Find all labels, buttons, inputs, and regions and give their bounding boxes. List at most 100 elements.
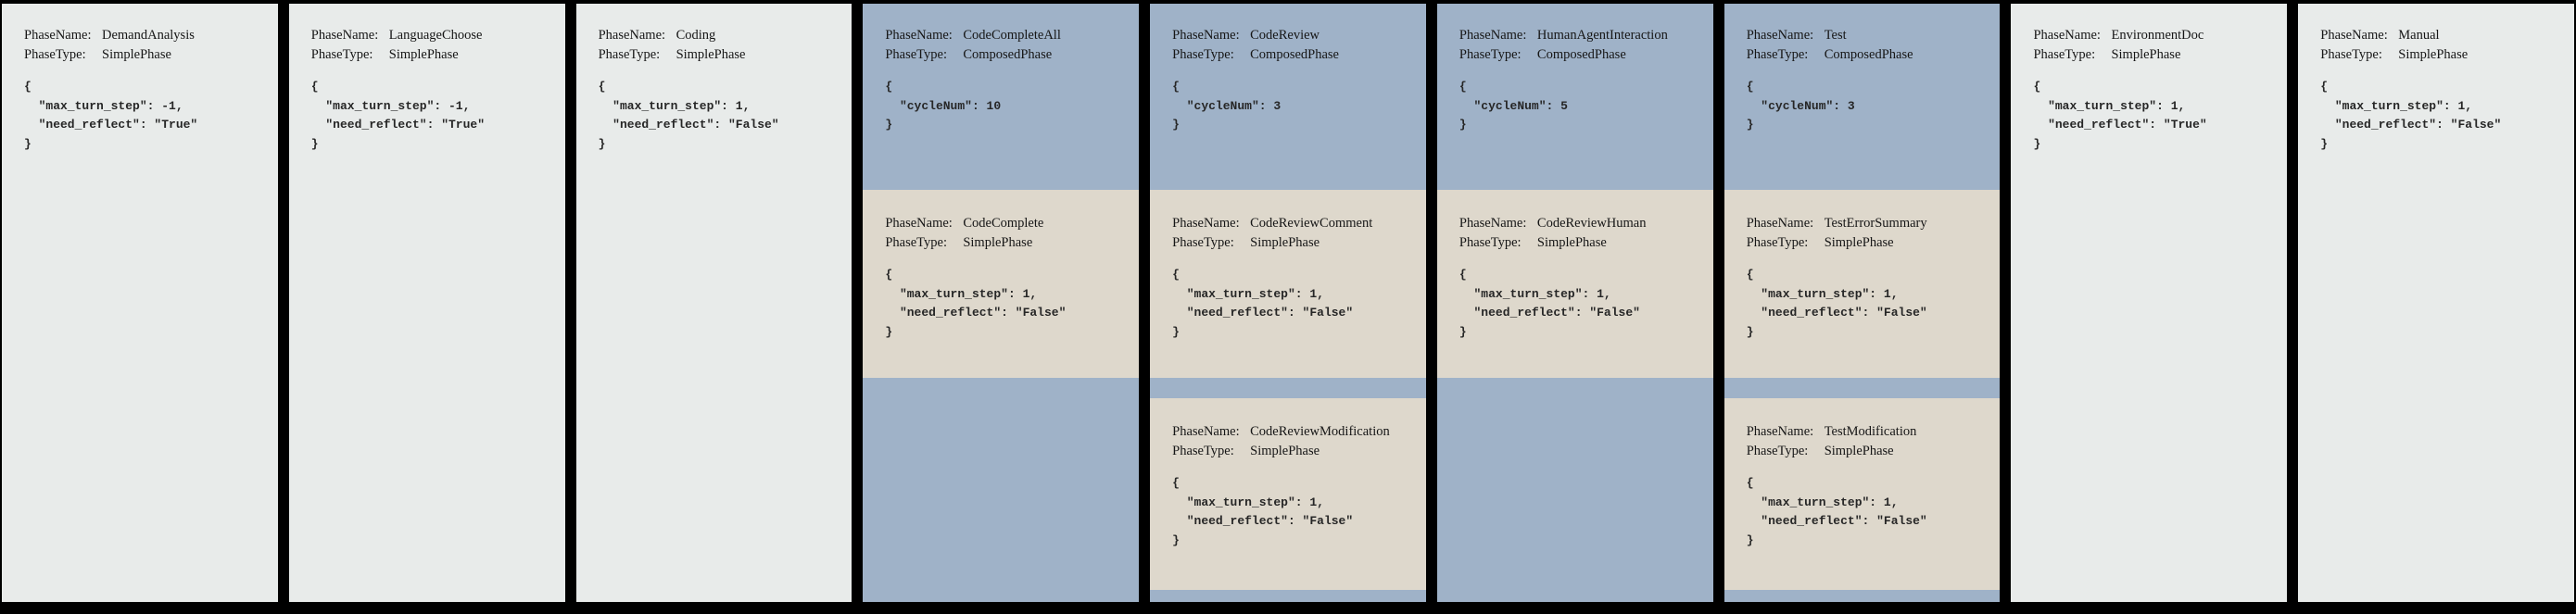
- phase-type-value: ComposedPhase: [963, 47, 1053, 62]
- section-language-choose: PhaseName: LanguageChoose PhaseType: Simpl…: [289, 4, 565, 602]
- phase-name-value: HumanAgentInteraction: [1536, 28, 1668, 43]
- phase-type-label: PhaseType:: [1458, 47, 1522, 62]
- phase-type-value: SimplePhase: [1824, 444, 1894, 458]
- phase-type-label: PhaseType:: [1172, 235, 1234, 250]
- phase-name-row: PhaseName: LanguageChoose: [311, 26, 552, 45]
- phase-config-json: { "max_turn_step": 1, "need_reflect": "F…: [885, 268, 1067, 339]
- phase-type-row: PhaseType: SimplePhase: [1747, 442, 1988, 461]
- section-manual: PhaseName:Manual PhaseType:SimplePhase {…: [2298, 4, 2574, 602]
- phase-name-label: PhaseName:: [885, 28, 953, 43]
- composed-filler: [1437, 378, 1713, 602]
- phase-type-value: SimplePhase: [2111, 47, 2181, 62]
- phase-config-json: { "cycleNum": 5 }: [1458, 80, 1568, 132]
- phase-name-value: CodeReview: [1250, 28, 1320, 43]
- phase-name-row: PhaseName:TestErrorSummary: [1747, 214, 1988, 233]
- phase-name-label: PhaseName:: [1172, 216, 1240, 231]
- phase-config-json: { "max_turn_step": 1, "need_reflect": "F…: [1746, 268, 1927, 339]
- phase-name-value: Test: [1824, 28, 1847, 43]
- phase-type-row: PhaseType:ComposedPhase: [1459, 45, 1700, 65]
- phase-name-label: PhaseName:: [598, 28, 666, 43]
- phase-name-label: PhaseName:: [1746, 424, 1814, 439]
- phase-config-json: { "max_turn_step": -1, "need_reflect": "…: [24, 80, 198, 151]
- phase-type-label: PhaseType:: [598, 47, 661, 62]
- phase-config-json: { "max_turn_step": 1, "need_reflect": "F…: [1746, 476, 1927, 547]
- phase-name-row: PhaseName: HumanAgentInteraction: [1459, 26, 1700, 45]
- phase-type-row: PhaseType: ComposedPhase: [1747, 45, 1988, 65]
- phase-type-row: PhaseType: ComposedPhase: [885, 45, 1126, 65]
- section-coding: PhaseName: Coding PhaseType: SimplePhase {…: [576, 4, 852, 602]
- section-code-complete: PhaseName: CodeComplete PhaseType:SimpleP…: [863, 190, 1140, 378]
- phase-name-label: PhaseName:: [1746, 216, 1814, 231]
- phase-name-row: PhaseName:CodeReviewModification: [1172, 422, 1413, 442]
- phase-type-value: SimplePhase: [1536, 235, 1607, 250]
- phase-type-label: PhaseType:: [1458, 235, 1522, 250]
- phase-type-value: SimplePhase: [388, 47, 459, 62]
- phase-name-row: PhaseName:CodeReviewComment: [1172, 214, 1413, 233]
- phase-config-json: { "max_turn_step": 1, "need_reflect": "F…: [1172, 268, 1354, 339]
- phase-type-value: SimplePhase: [2398, 47, 2469, 62]
- phase-config-json: { "max_turn_step": 1, "need_reflect": "T…: [2033, 80, 2207, 151]
- phase-type-row: PhaseType: SimplePhase: [311, 45, 552, 65]
- phase-type-row: PhaseType: SimplePhase: [1459, 233, 1700, 253]
- composed-filler: [1150, 590, 1426, 602]
- column-language-choose: PhaseName: LanguageChoose PhaseType: Simpl…: [288, 4, 565, 602]
- phase-name-value: LanguageChoose: [388, 28, 483, 43]
- phase-config-json: { "cycleNum": 3 }: [1746, 80, 1855, 132]
- phase-name-row: PhaseName:Test: [1747, 26, 1988, 45]
- phase-type-value: SimplePhase: [1824, 235, 1894, 250]
- column-test: PhaseName:Test PhaseType:ComposedPhase {…: [1724, 4, 2001, 602]
- phase-type-row: PhaseType:SimplePhase: [885, 233, 1126, 253]
- column-code-complete-all: PhaseName:CodeCompleteAll PhaseType:Comp…: [863, 4, 1140, 602]
- column-manual: PhaseName:Manual PhaseType:SimplePhase {…: [2298, 4, 2575, 602]
- phase-config-json: { "cycleNum": 3 }: [1172, 80, 1282, 132]
- phase-name-row: PhaseName:DemandAnalysis: [24, 26, 265, 45]
- phase-name-value: DemandAnalysis: [102, 28, 195, 43]
- phase-type-row: PhaseType: SimplePhase: [599, 45, 840, 65]
- phase-type-label: PhaseType:: [1746, 444, 1809, 458]
- section-test: PhaseName:Test PhaseType: ComposedPhase {…: [1724, 4, 2001, 190]
- phase-type-value: SimplePhase: [102, 47, 171, 62]
- phase-name-label: PhaseName:: [2033, 28, 2101, 43]
- phase-type-row: PhaseType: SimplePhase: [1172, 233, 1413, 253]
- phase-name-label: PhaseName:: [1172, 424, 1240, 439]
- phase-name-label: PhaseName:: [885, 216, 953, 231]
- phase-name-label: PhaseName:: [1458, 28, 1527, 43]
- phase-type-value: SimplePhase: [963, 235, 1033, 250]
- column-human-agent-interaction: PhaseName: HumanAgentInteraction PhaseTyp…: [1436, 4, 1713, 602]
- phase-config-json: { "max_turn_step": -1, "need_reflect": "…: [310, 80, 486, 151]
- phase-name-value: EnvironmentDoc: [2111, 28, 2204, 43]
- phase-name-value: Manual: [2398, 28, 2440, 43]
- phase-config-json: { "max_turn_step": 1, "need_reflect": "F…: [1172, 476, 1354, 547]
- phase-type-value: ComposedPhase: [1250, 47, 1339, 62]
- section-test-modification: PhaseName:TestModification PhaseType: Sim…: [1724, 398, 2001, 590]
- phase-name-label: PhaseName:: [1172, 28, 1240, 43]
- phase-name-row: PhaseName:CodeReviewHuman: [1459, 214, 1700, 233]
- phase-type-value: SimplePhase: [676, 47, 746, 62]
- section-human-agent-interaction: PhaseName: HumanAgentInteraction PhaseTyp…: [1437, 4, 1713, 190]
- phase-type-label: PhaseType:: [310, 47, 373, 62]
- section-code-review-modification: PhaseName:CodeReviewModification PhaseTy…: [1150, 398, 1426, 590]
- phase-type-label: PhaseType:: [1746, 47, 1809, 62]
- phase-type-label: PhaseType:: [1746, 235, 1809, 250]
- phase-config-json: { "cycleNum": 10 }: [885, 80, 1002, 132]
- phase-name-label: PhaseName:: [310, 28, 379, 43]
- phase-config-json: { "max_turn_step": 1, "need_reflect": "F…: [1458, 268, 1640, 339]
- phase-name-row: PhaseName:TestModification: [1747, 422, 1988, 442]
- phase-name-row: PhaseName: Coding: [599, 26, 840, 45]
- phase-name-label: PhaseName:: [1458, 216, 1527, 231]
- phase-config-json: { "max_turn_step": 1, "need_reflect": "F…: [598, 80, 779, 151]
- phase-name-value: CodeComplete: [963, 216, 1044, 231]
- phase-name-value: Coding: [676, 28, 716, 43]
- phase-type-value: SimplePhase: [1250, 235, 1320, 250]
- phase-type-label: PhaseType:: [1172, 444, 1234, 458]
- phase-type-value: ComposedPhase: [1824, 47, 1913, 62]
- phase-type-label: PhaseType:: [885, 47, 947, 62]
- phase-type-row: PhaseType:ComposedPhase: [1172, 45, 1413, 65]
- column-coding: PhaseName: Coding PhaseType: SimplePhase {…: [575, 4, 852, 602]
- phase-type-row: PhaseType:SimplePhase: [1172, 442, 1413, 461]
- phase-type-label: PhaseType:: [2033, 47, 2096, 62]
- phase-name-row: PhaseName: CodeComplete: [885, 214, 1126, 233]
- section-code-complete-all: PhaseName:CodeCompleteAll PhaseType:Comp…: [863, 4, 1139, 190]
- composed-section-gap: [1724, 378, 2001, 398]
